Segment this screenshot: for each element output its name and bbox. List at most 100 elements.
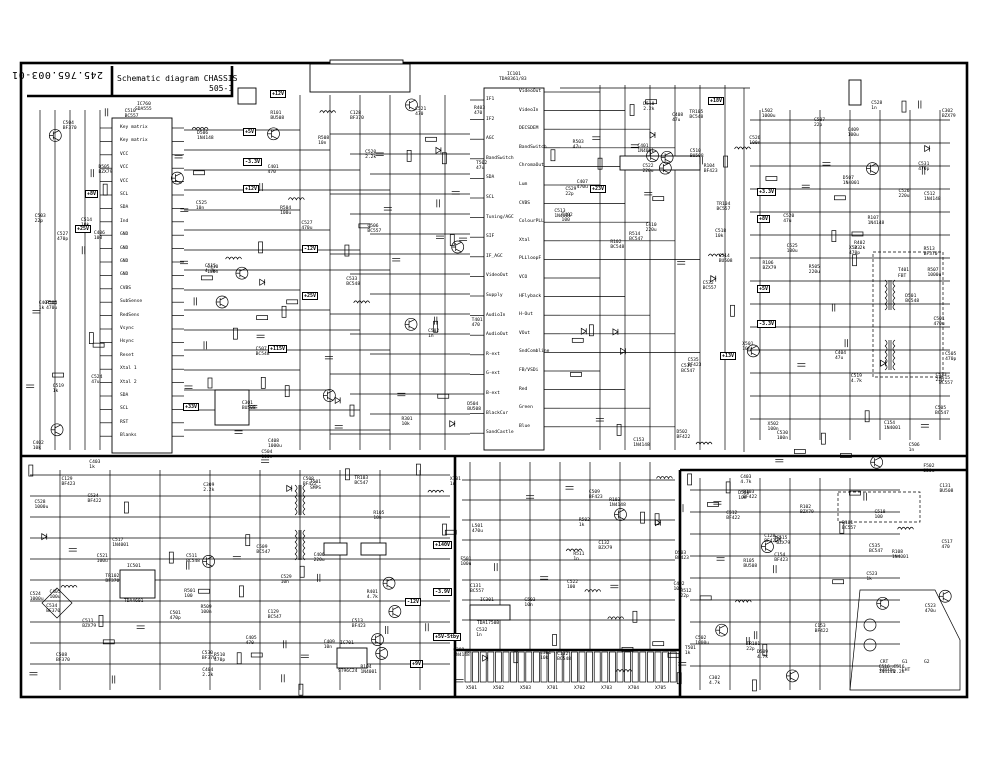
component-ref: C518 — [715, 228, 727, 234]
connector-label: X501 — [466, 686, 478, 691]
component-value: 1N4001 — [554, 214, 571, 220]
component-ref: TR101 — [746, 642, 761, 648]
component-value: BC557 — [716, 206, 731, 212]
component-value: 1n — [573, 557, 579, 563]
component-ref: C526 — [898, 189, 910, 194]
component-ref: C524 — [29, 592, 41, 598]
voltage-marker: -3.3V — [243, 158, 263, 166]
component-value: 4.7k — [204, 269, 216, 275]
component-ref: C409 — [847, 127, 859, 133]
component-ref: C505 — [945, 352, 957, 357]
component-ref: R512 — [680, 589, 692, 595]
component-value: BC547 — [267, 614, 282, 620]
resistor — [699, 595, 712, 601]
ic101-pin-label: Green — [519, 405, 533, 411]
component-value: BF422 — [676, 435, 691, 441]
component-value: 100n — [776, 435, 788, 441]
crt-label: G2 — [924, 660, 930, 665]
ic760-pin-label: Key matrix — [120, 125, 148, 130]
component-value: 470u — [576, 184, 588, 190]
transformer-label: FBT — [898, 274, 907, 279]
ic760-pin-label: Vsync — [120, 326, 134, 331]
component-ref: X501 — [742, 342, 754, 348]
ic760-pin-label: CVBS — [120, 285, 132, 291]
ic101-pin-label: VideoIn — [519, 107, 539, 113]
component-ref: D509 — [756, 649, 769, 655]
ic101-pin-label: SDA — [486, 175, 495, 181]
component-ref: TR104 — [716, 201, 731, 207]
voltage-marker: -12V — [302, 245, 319, 253]
component-value: BF370 — [201, 655, 216, 661]
component-value: BF370 — [105, 578, 120, 584]
resistor — [52, 372, 64, 378]
component-value: BC547 — [935, 410, 949, 416]
component-value: 470p — [918, 166, 930, 172]
component-ref: C403 — [740, 474, 752, 480]
component-value: 1000u — [34, 505, 49, 511]
component-ref: C509 — [256, 545, 268, 551]
component-value: 1000u — [927, 273, 942, 279]
resistor — [831, 230, 837, 242]
component-value: 1N4001 — [360, 669, 378, 675]
component-ref: L501 — [471, 523, 483, 529]
component-ref: TR103 — [354, 475, 369, 481]
component-ref: C402 — [673, 581, 685, 587]
component-ref: R301 — [401, 417, 413, 423]
resistor — [437, 393, 450, 399]
component-ref: C128 — [764, 534, 776, 539]
component-value: 22p — [746, 647, 755, 653]
component-ref: R506 — [46, 300, 58, 306]
component-value: 1N4148 — [867, 221, 885, 227]
component-ref: R502 — [578, 517, 590, 523]
component-ref: C405 — [49, 590, 61, 596]
connector-pin — [533, 651, 540, 683]
component-ref: C502 — [695, 635, 707, 641]
ic101-pin-label: IF1 — [486, 97, 495, 102]
document-number: 245.765.003-01 — [11, 69, 103, 80]
component-value: BF423 — [687, 362, 702, 368]
ic101-block — [483, 87, 545, 451]
component-value: 1N4001 — [884, 425, 901, 431]
component-ref: C519 — [52, 384, 64, 390]
connector-pin — [669, 651, 677, 683]
voltage-marker: -3.9V — [433, 588, 453, 596]
component-ref: C513 — [554, 209, 566, 215]
resistor — [513, 651, 519, 664]
component-ref: C516 — [893, 664, 905, 670]
resistor — [102, 639, 115, 645]
component-ref: C528 — [34, 500, 46, 506]
component-value: 470p — [848, 251, 861, 257]
component-value: BC557 — [939, 381, 953, 387]
component-value: 1n — [449, 482, 456, 488]
component-ref: C534 — [87, 494, 99, 500]
component-value: BC557 — [842, 525, 856, 531]
component-ref: T501 — [684, 646, 696, 652]
ic760-pin-label: GND — [120, 245, 129, 251]
component-value: BZX79 — [799, 510, 814, 516]
component-value: BU508 — [743, 563, 758, 569]
component-ref: C525 — [195, 200, 207, 206]
connector-pin — [616, 651, 624, 683]
connector-pin — [662, 651, 669, 683]
component-ref: C409 — [323, 640, 335, 646]
component-ref: C514 — [81, 218, 93, 224]
component-ref: R510 — [214, 652, 226, 658]
ic-ref-label: IC760 — [137, 102, 151, 107]
component-ref: C502 — [428, 329, 440, 335]
component-ref: C503 — [34, 214, 46, 220]
component-ref: C532 — [702, 281, 714, 287]
component-value: BF370 — [46, 609, 61, 615]
component-value: 1N4148 — [609, 502, 626, 508]
component-ref: C511 — [186, 554, 198, 560]
component-value: 1N4148 — [197, 135, 214, 141]
ic101-pin-label: VOut — [519, 330, 531, 336]
component-value: BF422 — [764, 539, 779, 544]
component-ref: C527 — [301, 221, 313, 227]
ic101-pin-label: B-ext — [486, 391, 500, 396]
component-ref: C402 — [32, 440, 44, 446]
component-ref: D506 — [197, 130, 209, 136]
component-ref: C506 — [908, 443, 920, 449]
component-ref: R503 — [572, 140, 584, 146]
component-value: 100 — [874, 514, 883, 520]
resistor — [201, 275, 213, 281]
